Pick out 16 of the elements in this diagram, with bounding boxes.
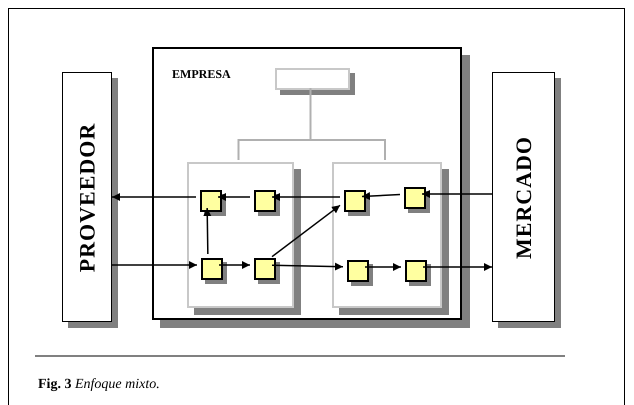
- arrow: [203, 208, 212, 254]
- arrow: [219, 261, 250, 269]
- arrow: [362, 192, 400, 200]
- arrow: [422, 190, 492, 198]
- arrow: [272, 204, 340, 258]
- arrow: [423, 263, 492, 271]
- caption: Fig. 3 Enfoque mixto.: [38, 376, 160, 394]
- arrow: [272, 193, 340, 201]
- arrow: [112, 193, 196, 201]
- side-label: PROVEEDOR: [74, 122, 100, 272]
- arrow: [218, 193, 250, 201]
- side-label: MERCADO: [510, 135, 537, 259]
- arrow: [272, 262, 344, 271]
- arrow: [365, 263, 401, 271]
- frame-label: EMPRESA: [172, 66, 231, 83]
- arrow: [112, 261, 197, 269]
